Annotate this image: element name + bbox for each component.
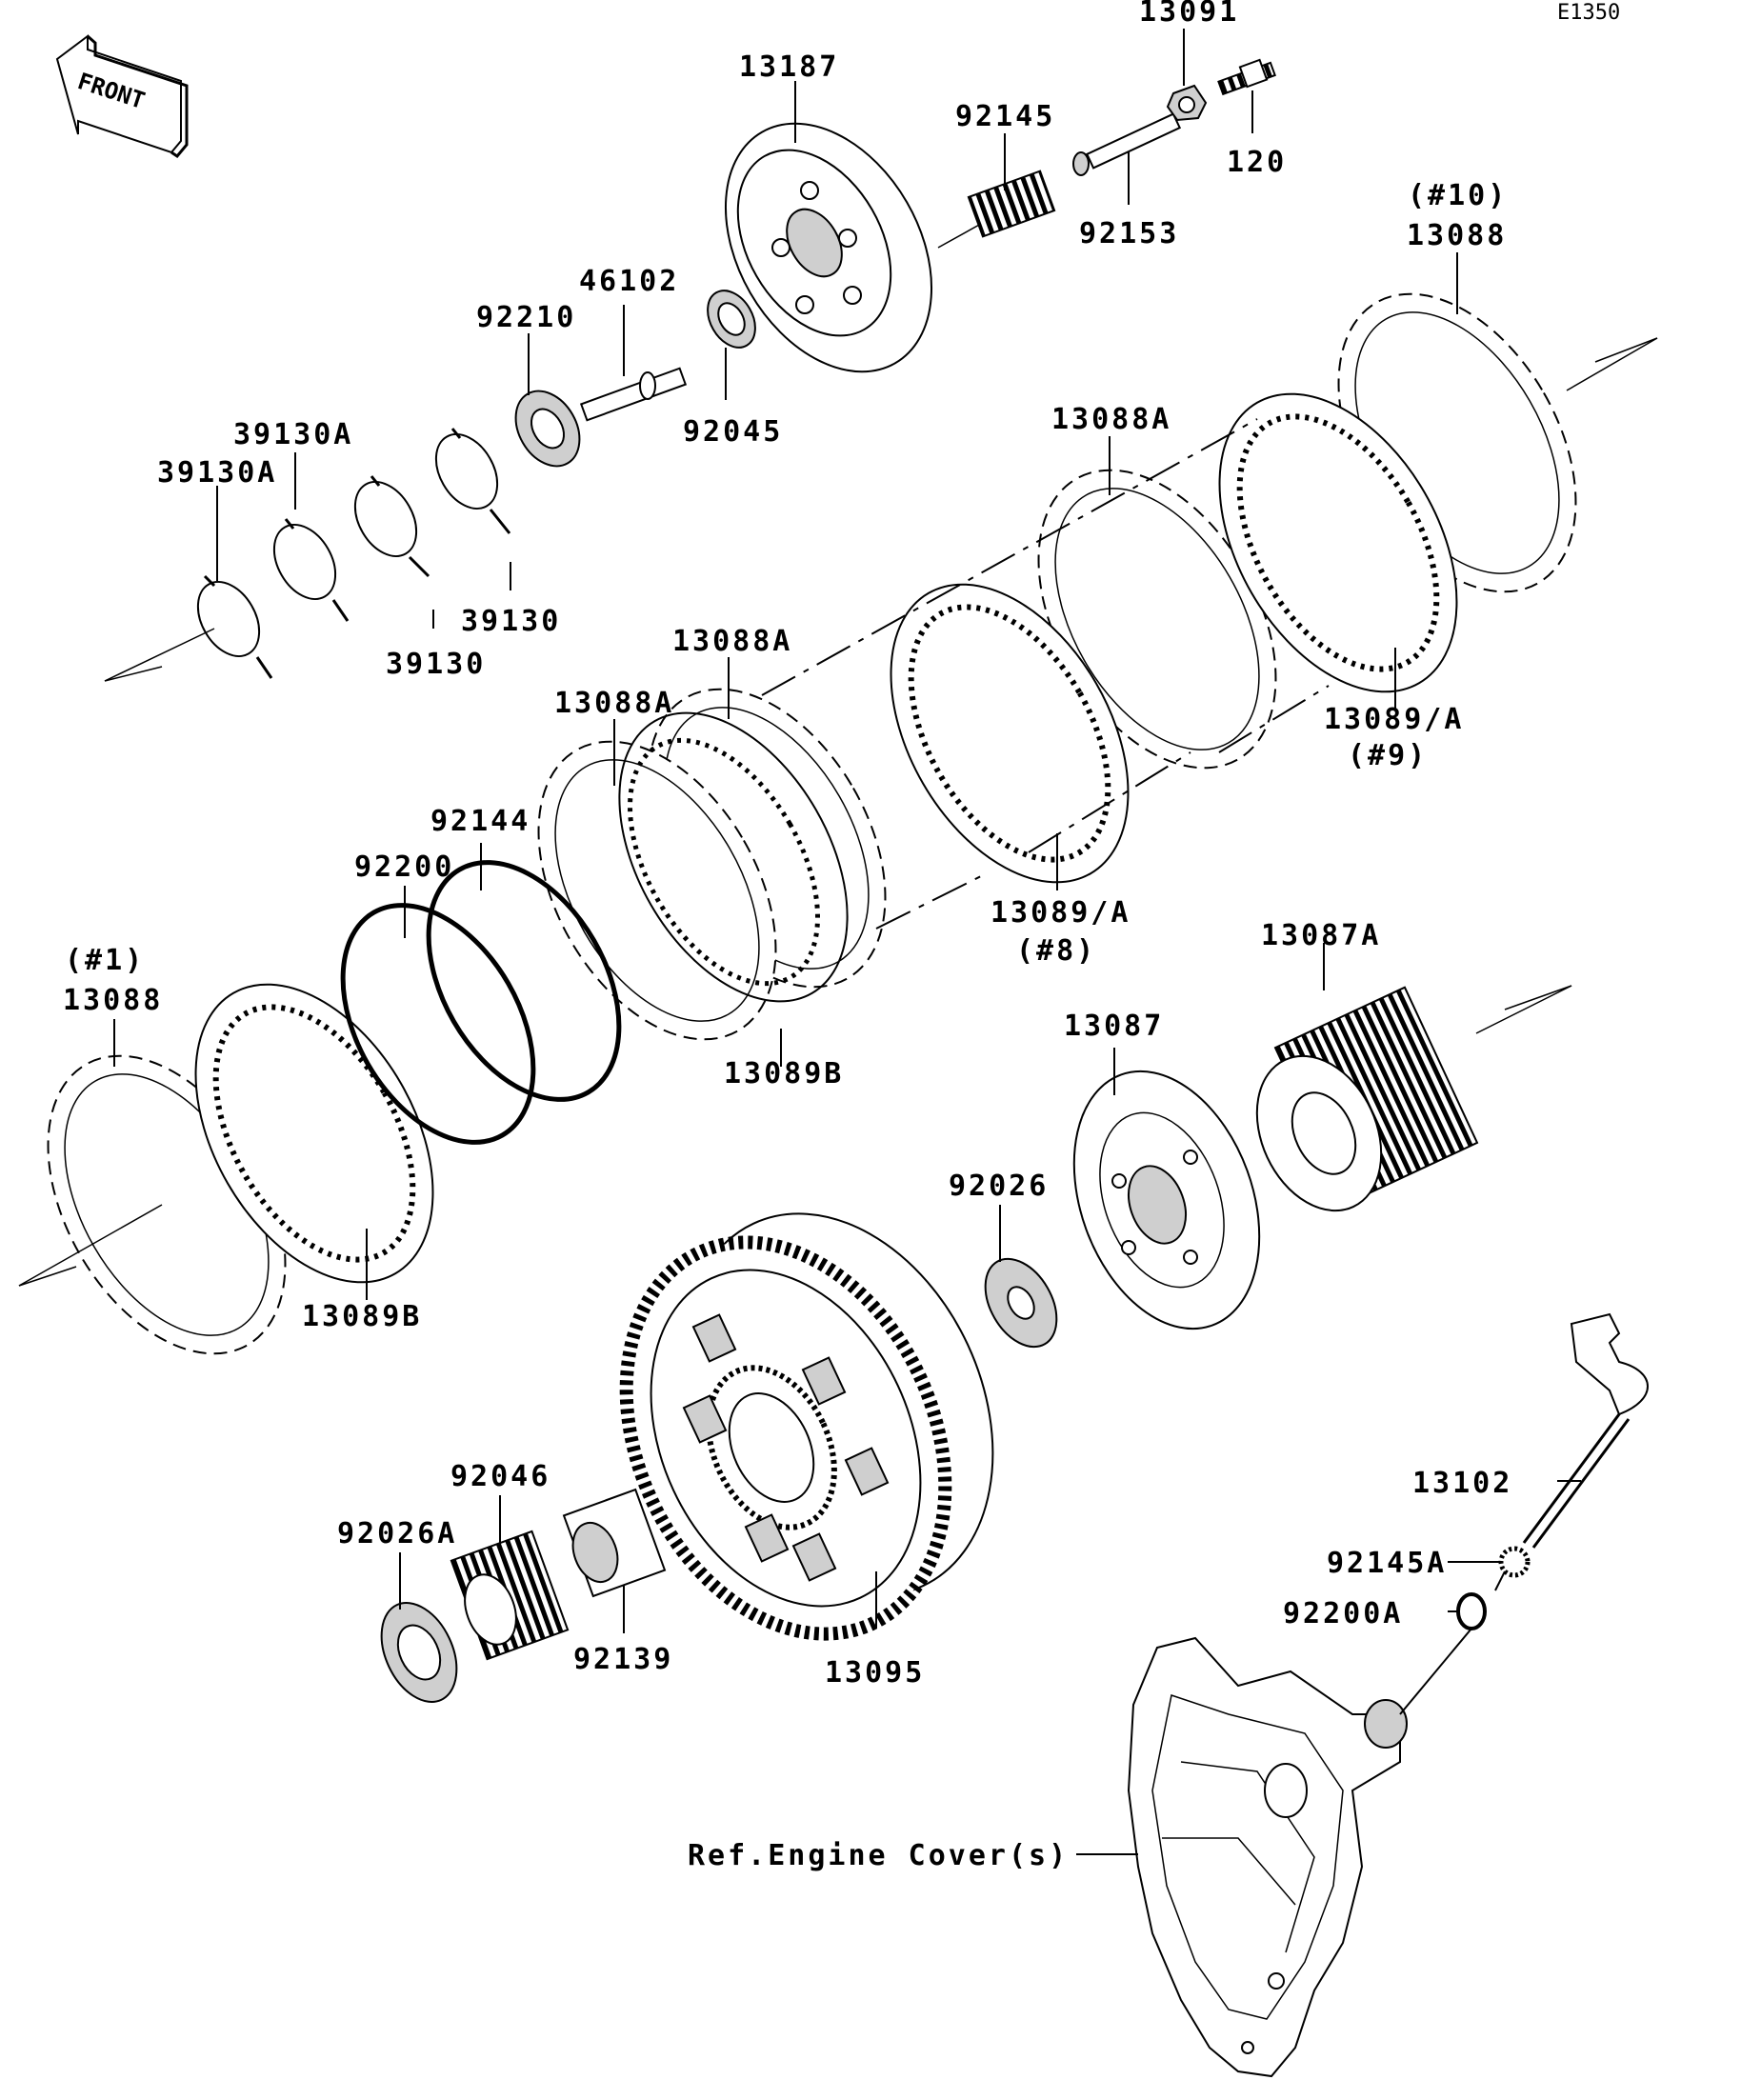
label-13095: 13095 <box>825 1656 925 1690</box>
friction-plate-13088A-1 <box>537 740 777 1041</box>
label-92153: 92153 <box>1079 217 1179 250</box>
label-13089A-9: 13089/A <box>1324 703 1464 736</box>
label-92139: 92139 <box>573 1643 673 1676</box>
ring-92200 <box>340 903 536 1145</box>
pressure-plate-13187 <box>724 122 933 373</box>
label-13088-10-note: (#10) <box>1408 179 1508 212</box>
washer-92026A <box>380 1602 458 1703</box>
label-13102: 13102 <box>1412 1467 1512 1500</box>
label-92200A: 92200A <box>1283 1597 1403 1630</box>
label-13088A-lower: 13088A <box>554 687 674 720</box>
steel-plate-13089B-1 <box>194 983 434 1284</box>
label-13088-1: 13088 <box>63 984 163 1017</box>
label-92026A: 92026A <box>337 1517 457 1550</box>
label-13089B-upper: 13089B <box>724 1057 844 1090</box>
ring-92144 <box>426 860 622 1102</box>
label-13088A-upper: 13088A <box>1051 403 1171 436</box>
needle-bearing-92046 <box>450 1530 570 1661</box>
label-39130-right: 39130 <box>461 605 561 638</box>
label-92046: 92046 <box>450 1460 550 1493</box>
label-92026: 92026 <box>949 1170 1049 1203</box>
bearing-92210 <box>514 390 581 468</box>
label-92145: 92145 <box>955 100 1055 133</box>
label-13088-10: 13088 <box>1407 219 1507 252</box>
bolt-92153 <box>1072 112 1182 176</box>
clutch-hub-plate-13087 <box>1072 1070 1261 1330</box>
label-13088-1-note: (#1) <box>65 944 145 977</box>
label-13187: 13187 <box>739 50 839 84</box>
label-13089A-9-note: (#9) <box>1348 739 1428 772</box>
steel-plate-13089B-2 <box>618 711 849 1003</box>
label-92210: 92210 <box>476 301 576 334</box>
label-92045: 92045 <box>683 415 783 449</box>
label-46102: 46102 <box>579 265 679 298</box>
collar-92139 <box>562 1488 667 1598</box>
nut-13091 <box>1166 84 1208 122</box>
label-92144: 92144 <box>430 805 530 838</box>
label-92200: 92200 <box>354 850 454 884</box>
label-13089A-8: 13089/A <box>991 896 1131 930</box>
cam-plate-39130A-a <box>196 574 273 679</box>
label-120: 120 <box>1227 146 1287 179</box>
engine-cover <box>1127 1636 1408 2078</box>
release-lever-13102 <box>1522 1312 1649 1549</box>
alignment-lines <box>18 223 1658 1287</box>
label-13089B-lower: 13089B <box>302 1300 422 1333</box>
front-arrow-icon: FRONT <box>55 34 189 158</box>
pushrod-46102 <box>579 367 688 422</box>
bearing-92045 <box>707 290 756 349</box>
o-ring-92200A <box>1456 1592 1487 1630</box>
steel-plate-13089A-8 <box>890 583 1130 884</box>
steel-plate-13089A-9 <box>1218 392 1458 693</box>
part-labels: 13091 13187 92145 120 92153 (#10) 13088 … <box>63 0 1512 1872</box>
label-13087A: 13087A <box>1261 919 1381 952</box>
washer-92026 <box>984 1257 1058 1349</box>
label-13088A-middle: 13088A <box>672 625 792 658</box>
label-13087: 13087 <box>1064 1010 1164 1043</box>
cam-plate-39130-b <box>434 428 511 534</box>
label-92145A: 92145A <box>1327 1547 1447 1580</box>
label-13091: 13091 <box>1139 0 1239 29</box>
cam-plate-39130A-b <box>272 518 350 622</box>
label-39130A-upper: 39130A <box>233 418 353 451</box>
spring-92145A <box>1494 1546 1531 1591</box>
clutch-hub-13087A <box>1255 986 1479 1212</box>
label-39130A-lower: 39130A <box>157 456 277 490</box>
label-13089A-8-note: (#8) <box>1016 934 1096 968</box>
label-39130-left: 39130 <box>386 648 486 681</box>
leader-lines <box>113 29 1581 1855</box>
diagram-code: E1350 <box>1557 1 1620 25</box>
spring-92145 <box>967 170 1056 238</box>
label-ref-engine-cover: Ref.Engine Cover(s) <box>688 1839 1069 1872</box>
clutch-housing-13095 <box>619 1212 994 1641</box>
cam-plate-39130-a <box>353 475 430 578</box>
bolt-120 <box>1217 58 1276 96</box>
